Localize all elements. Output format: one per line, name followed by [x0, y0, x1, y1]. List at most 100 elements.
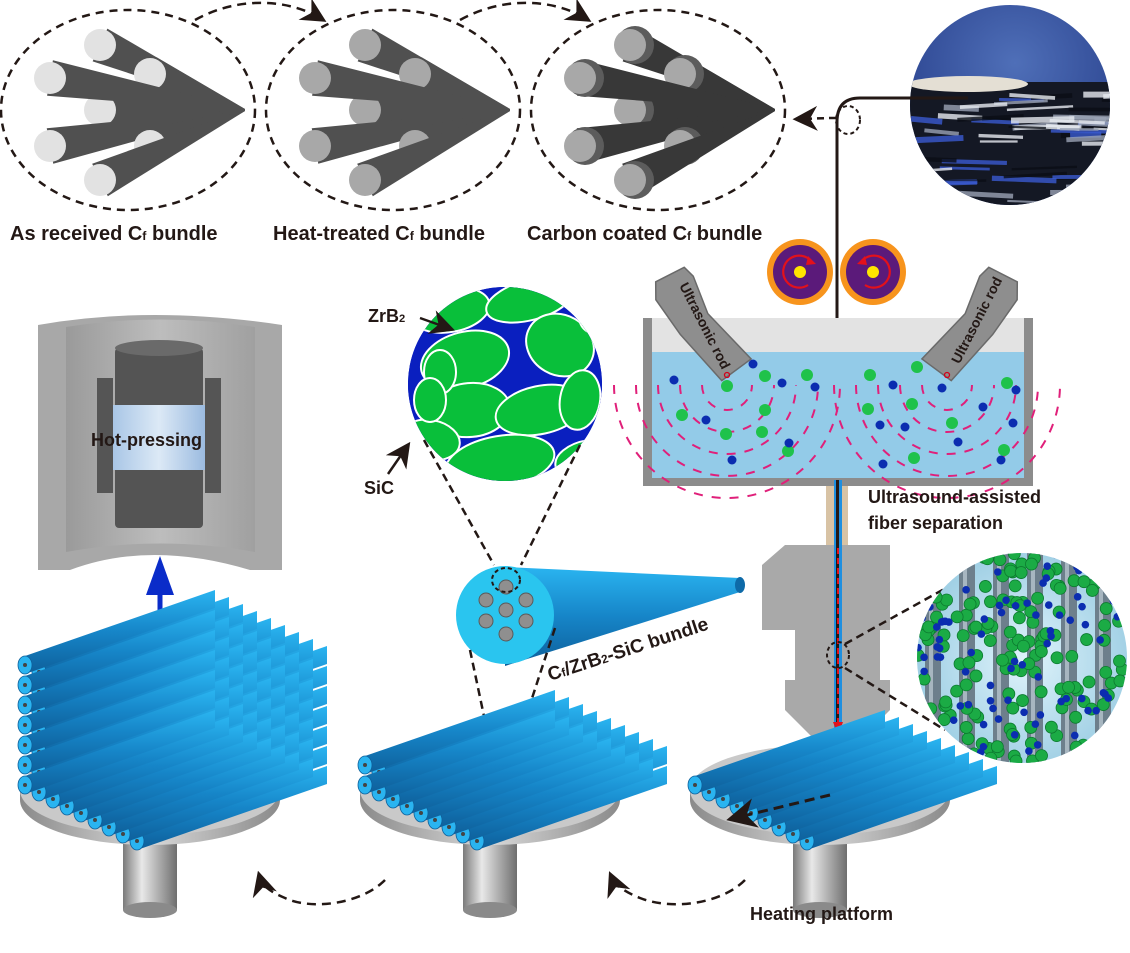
zrb2-particle: [970, 670, 982, 682]
zrb2-particle: [929, 561, 941, 573]
sic-particle: [1074, 593, 1082, 601]
zrb2-particle: [960, 679, 972, 691]
sic-particle: [926, 603, 934, 611]
zrb2-particle: [1114, 731, 1126, 743]
sic-particle: [1066, 616, 1074, 624]
sic-particle: [1088, 756, 1096, 764]
sic-particle: [1075, 567, 1083, 575]
zrb2-particle: [985, 752, 997, 764]
sic-particle: [1091, 569, 1099, 577]
zrb2-particle: [984, 635, 996, 647]
fiber-strand: [1066, 185, 1119, 186]
zrb2-particle: [1098, 746, 1110, 758]
sic-particle: [933, 643, 941, 651]
zrb2-particle: [801, 369, 813, 381]
zrb2-particle: [996, 654, 1008, 666]
zrb2-particle: [930, 577, 942, 589]
bath-liquid: [652, 352, 1024, 478]
fiber-strand: [1051, 131, 1115, 132]
zrb2-particle: [1070, 711, 1082, 723]
sic-particle: [749, 360, 758, 369]
zrb2-particle: [1107, 728, 1119, 740]
sic-particle: [1032, 720, 1040, 728]
zrb2-particle: [923, 621, 935, 633]
heating-platform-label: Heating platform: [750, 904, 893, 924]
zrb2-particle: [1083, 676, 1095, 688]
sic-particle: [1100, 689, 1108, 697]
sic-particle: [936, 636, 944, 644]
sic-particle: [997, 456, 1006, 465]
zrb2-particle: [981, 553, 993, 565]
zrb2-particle: [1017, 640, 1029, 652]
fiber-end: [564, 62, 596, 94]
hot-pressing-die: Hot-pressing: [38, 315, 282, 570]
sic-particle: [917, 554, 925, 562]
zrb2-particle: [1007, 702, 1019, 714]
sic-particle: [1043, 562, 1051, 570]
sic-particle: [1045, 601, 1053, 609]
zrb2-particle: [1089, 756, 1101, 768]
sic-particle: [980, 721, 988, 729]
stage-label: Heat-treated Cf bundle: [273, 223, 485, 245]
platform-two-layers: [358, 690, 667, 918]
sic-particle: [920, 654, 928, 662]
zrb2-particle: [1086, 584, 1098, 596]
fiber-strand: [916, 138, 963, 140]
sic-particle: [938, 384, 947, 393]
sic-particle: [942, 552, 950, 560]
sic-particle: [918, 588, 926, 596]
zrb2-particle: [1045, 721, 1057, 733]
zrb2-particle: [908, 452, 920, 464]
fiber-strand: [920, 203, 985, 205]
zrb2-particle: [756, 426, 768, 438]
sic-particle: [1023, 599, 1031, 607]
sic-particle: [1118, 737, 1126, 745]
zrb2-grain: [428, 477, 511, 524]
sic-particle: [998, 609, 1006, 617]
fiber-bundle-icon: [564, 26, 775, 199]
zrb2-particle: [1100, 666, 1112, 678]
zrb2-particle: [979, 580, 991, 592]
fiber-end: [564, 130, 596, 162]
arrow-stage1-to-stage2: [195, 3, 320, 20]
zrb2-grain: [512, 475, 597, 524]
zrb2-particle: [1009, 580, 1021, 592]
sic-particle: [1035, 673, 1043, 681]
sic-particle: [1020, 708, 1028, 716]
zrb2-particle: [1005, 565, 1017, 577]
sic-particle: [889, 381, 898, 390]
zrb2-particle: [1004, 626, 1016, 638]
zrb2-particle: [917, 579, 929, 591]
sic-particle: [950, 716, 958, 724]
carbon-fiber-core: [479, 593, 493, 607]
zrb2-particle: [963, 657, 975, 669]
zrb2-particle: [1113, 655, 1125, 667]
sic-particle: [1011, 658, 1019, 666]
zrb2-particle: [720, 428, 732, 440]
sic-particle: [1062, 695, 1070, 703]
sic-particle: [1025, 747, 1033, 755]
zrb2-particle: [1113, 587, 1125, 599]
zrb2-particle: [947, 555, 959, 567]
zrb2-particle: [947, 548, 959, 560]
sic-particle: [1092, 707, 1100, 715]
zrb2-label: ZrB2: [368, 306, 405, 326]
sic-particle: [1117, 717, 1125, 725]
sic-particle: [811, 383, 820, 392]
fiber-bundle-icon: [34, 29, 245, 197]
carbon-fiber-core: [519, 593, 533, 607]
fiber-strand: [1105, 174, 1130, 175]
zrb2-particle: [1013, 612, 1025, 624]
sic-particle: [995, 715, 1003, 723]
sic-particle: [876, 421, 885, 430]
zrb2-particle: [957, 630, 969, 642]
sic-particle: [1062, 552, 1070, 560]
sic-label: SiC: [364, 478, 394, 498]
sic-particle: [901, 423, 910, 432]
arrow-platform2-to-platform1: [260, 878, 385, 904]
zrb2-particle: [964, 598, 976, 610]
sic-particle: [1078, 695, 1086, 703]
sic-particle: [1037, 711, 1045, 719]
zrb2-particle: [1070, 741, 1082, 753]
sic-particle: [1114, 550, 1122, 558]
